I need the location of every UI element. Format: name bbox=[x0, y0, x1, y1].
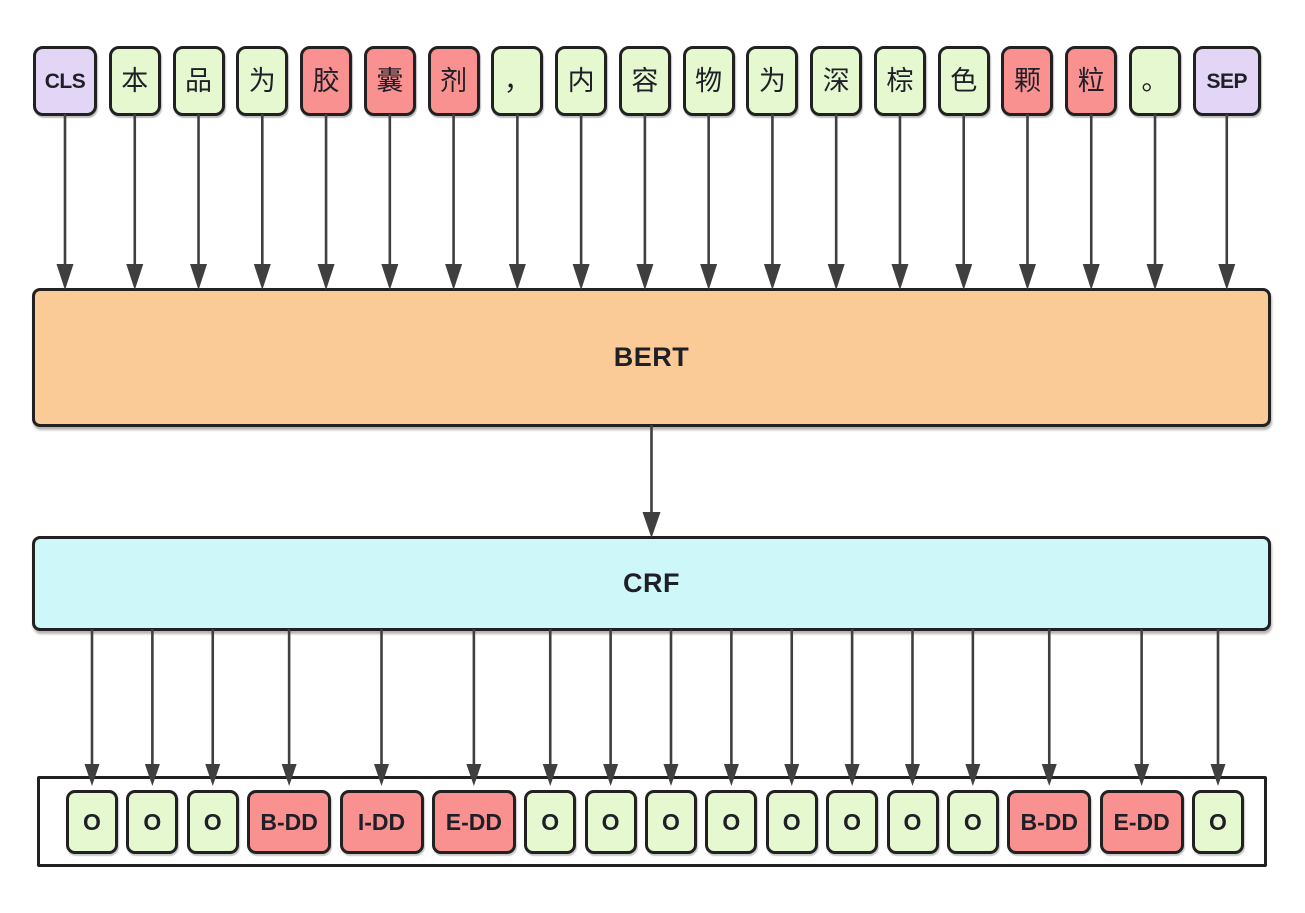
output-label-box: I-DD bbox=[339, 790, 424, 854]
token-box: 色 bbox=[937, 46, 990, 116]
token-box: 物 bbox=[682, 46, 735, 116]
output-label-box: O bbox=[186, 790, 239, 854]
token-box: 胶 bbox=[300, 46, 353, 116]
arrow-crf-to-label bbox=[1134, 629, 1150, 786]
arrow-crf-to-label bbox=[84, 629, 100, 786]
token-box: 粒 bbox=[1065, 46, 1118, 116]
token-box: 棕 bbox=[873, 46, 926, 116]
arrow-token-to-bert bbox=[56, 114, 74, 290]
token-box: 颗 bbox=[1001, 46, 1054, 116]
arrow-crf-to-label bbox=[374, 629, 389, 786]
token-box: CLS bbox=[33, 46, 97, 116]
arrow-crf-to-label bbox=[1041, 629, 1057, 786]
output-label-box: O bbox=[524, 790, 577, 854]
arrow-token-to-bert bbox=[763, 114, 781, 290]
arrow-crf-to-label bbox=[603, 629, 619, 786]
arrow-token-to-bert bbox=[253, 114, 271, 290]
arrow-token-to-bert bbox=[1082, 114, 1100, 290]
arrow-crf-to-label bbox=[784, 629, 800, 786]
output-label-box: B-DD bbox=[1007, 790, 1092, 854]
output-label-box: E-DD bbox=[1099, 790, 1184, 854]
arrow-token-to-bert bbox=[126, 114, 144, 290]
arrow-crf-to-label bbox=[723, 629, 739, 786]
output-label-box: O bbox=[826, 790, 879, 854]
arrow-token-to-bert bbox=[955, 114, 973, 290]
arrow-token-to-bert bbox=[891, 114, 909, 290]
arrow-token-to-bert bbox=[827, 114, 845, 290]
token-box: 容 bbox=[618, 46, 671, 116]
output-label-box: O bbox=[126, 790, 179, 854]
token-box: SEP bbox=[1192, 46, 1261, 116]
arrow-crf-to-label bbox=[965, 629, 981, 786]
output-label-box: B-DD bbox=[247, 790, 332, 854]
crf-block: CRF bbox=[32, 536, 1271, 631]
arrow-crf-to-label bbox=[905, 629, 920, 786]
output-label-box: O bbox=[66, 790, 118, 854]
bert-block: BERT bbox=[32, 288, 1271, 427]
arrow-token-to-bert bbox=[445, 114, 463, 290]
arrow-bert-to-crf bbox=[642, 425, 661, 538]
arrow-token-to-bert bbox=[508, 114, 526, 290]
arrow-token-to-bert bbox=[190, 114, 208, 290]
arrow-crf-to-label bbox=[144, 629, 160, 786]
arrow-token-to-bert bbox=[1218, 114, 1236, 290]
arrow-crf-to-label bbox=[281, 629, 297, 786]
arrow-crf-to-label bbox=[663, 629, 679, 786]
token-box: 深 bbox=[810, 46, 863, 116]
bert-label: BERT bbox=[613, 342, 690, 372]
arrow-token-to-bert bbox=[572, 114, 590, 290]
arrow-token-to-bert bbox=[317, 114, 335, 290]
arrow-crf-to-label bbox=[1210, 629, 1226, 786]
output-label-box: O bbox=[1192, 790, 1244, 854]
token-box: ， bbox=[491, 46, 544, 116]
output-label-box: O bbox=[705, 790, 758, 854]
token-box: 。 bbox=[1129, 46, 1182, 116]
token-box: 囊 bbox=[363, 46, 416, 116]
arrow-token-to-bert bbox=[636, 114, 654, 290]
arrow-token-to-bert bbox=[1146, 114, 1164, 290]
token-box: 内 bbox=[555, 46, 608, 116]
crf-label: CRF bbox=[623, 568, 680, 598]
arrow-crf-to-label bbox=[205, 629, 221, 786]
token-box: 品 bbox=[172, 46, 225, 116]
token-box: 本 bbox=[108, 46, 161, 116]
output-label-box: O bbox=[886, 790, 939, 854]
token-box: 为 bbox=[236, 46, 289, 116]
arrow-crf-to-label bbox=[466, 629, 482, 786]
token-box: 为 bbox=[746, 46, 799, 116]
output-label-box: O bbox=[584, 790, 637, 854]
arrow-crf-to-label bbox=[542, 629, 558, 786]
output-label-box: O bbox=[645, 790, 697, 854]
arrow-token-to-bert bbox=[700, 114, 718, 290]
arrow-token-to-bert bbox=[1018, 114, 1036, 290]
arrow-crf-to-label bbox=[844, 629, 860, 786]
arrow-token-to-bert bbox=[381, 114, 399, 290]
output-label-box: O bbox=[765, 790, 818, 854]
output-label-box: E-DD bbox=[431, 790, 516, 854]
token-box: 剂 bbox=[427, 46, 480, 116]
output-label-box: O bbox=[946, 790, 999, 854]
